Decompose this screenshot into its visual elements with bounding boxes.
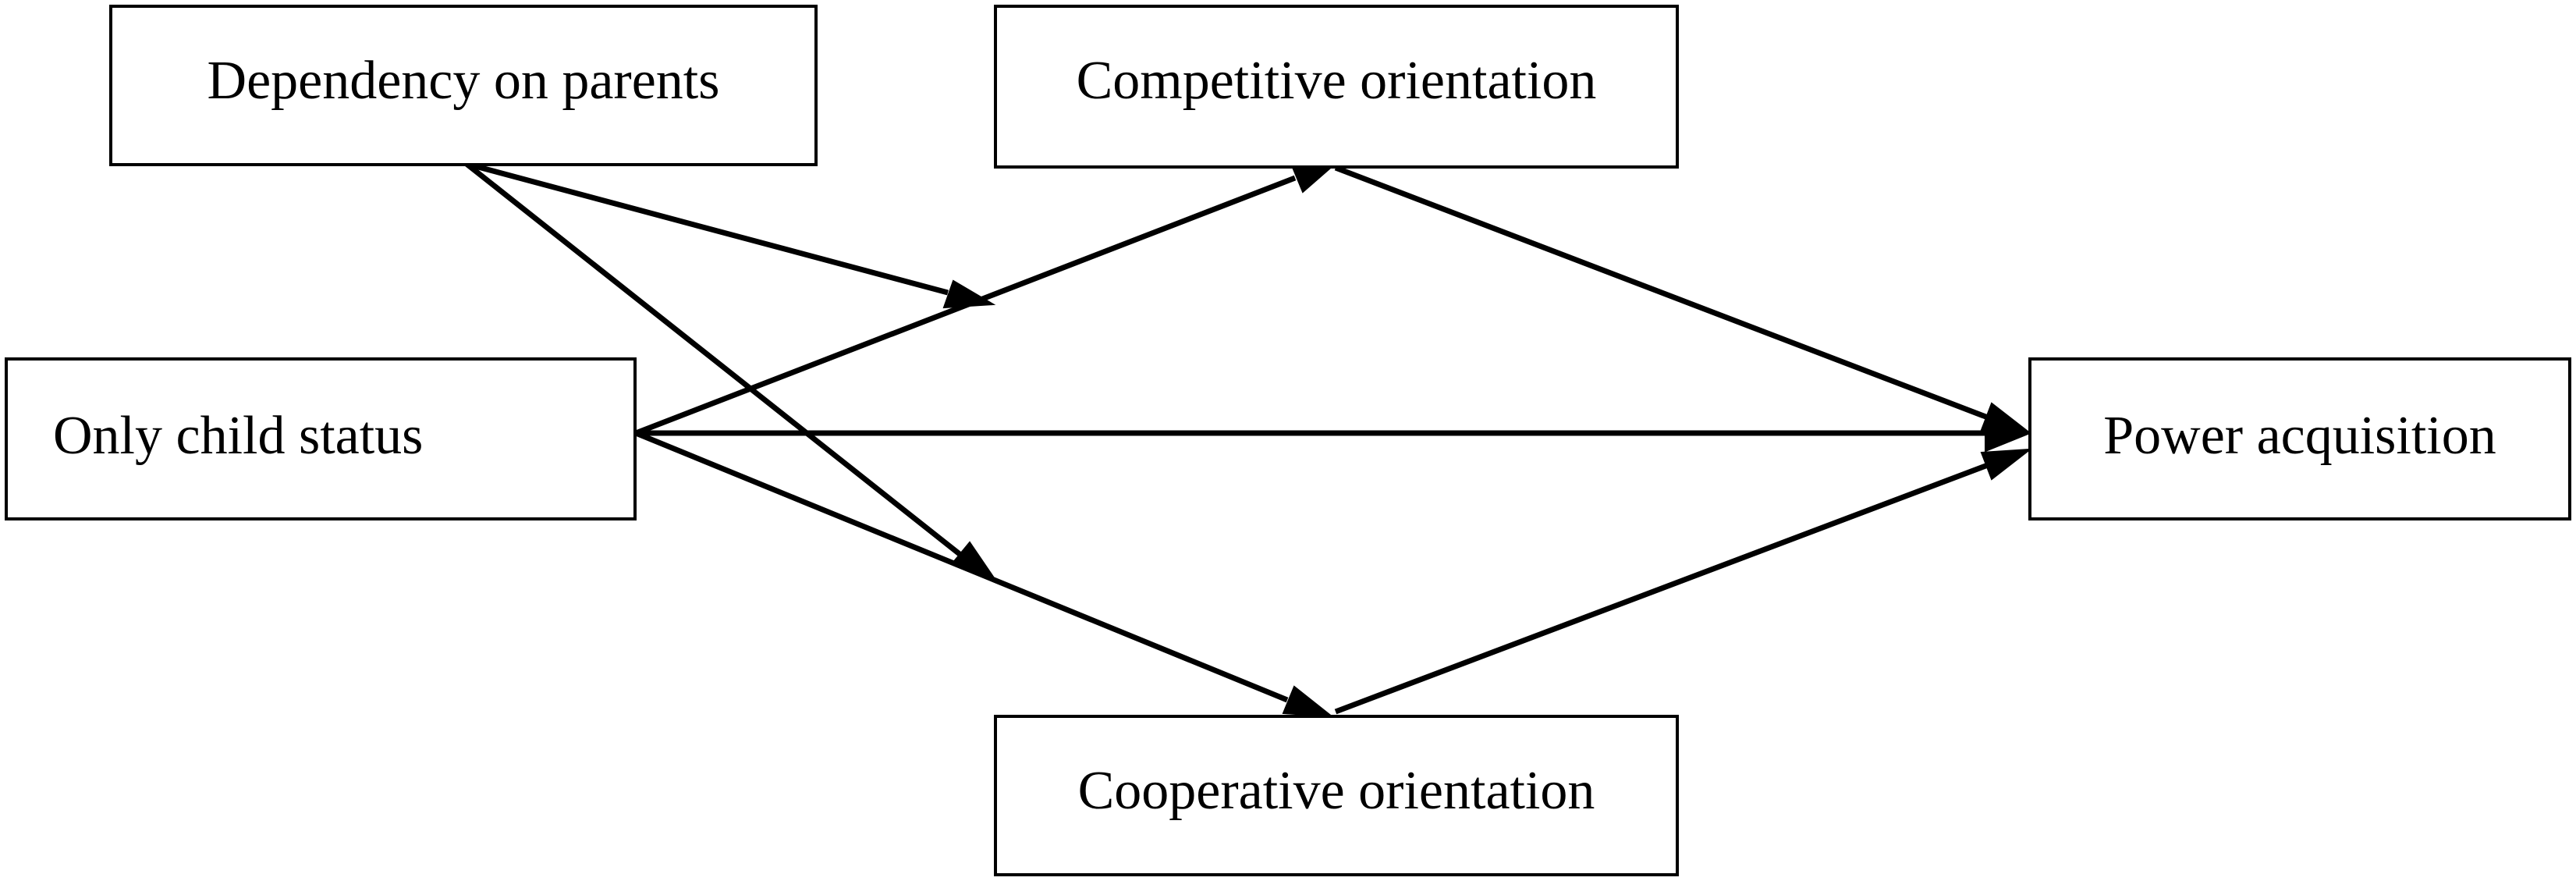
node-label: Dependency on parents <box>208 51 720 111</box>
node-only-child-status: Only child status <box>5 357 637 520</box>
node-label: Cooperative orientation <box>1078 761 1595 821</box>
edge-competitive-to-power <box>1334 165 1989 421</box>
edge-cooperative-to-power <box>1334 462 1989 715</box>
node-box <box>2028 357 2571 520</box>
edge-dependency-to-cooperative-path <box>464 162 962 556</box>
node-power-acquisition: Power acquisition <box>2028 357 2571 520</box>
node-label: Competitive orientation <box>1077 51 1597 111</box>
edge-dependency-to-competitive-path <box>466 161 949 296</box>
node-label: Power acquisition <box>2103 406 2496 466</box>
edge-onlychild-to-cooperative <box>634 430 1289 703</box>
node-box <box>994 5 1679 169</box>
edge-onlychild-to-competitive <box>634 175 1297 436</box>
arrowhead-competitive-power <box>1980 402 2033 435</box>
node-box <box>5 357 637 520</box>
arrowhead-onlychild-cooperative <box>1282 685 1335 718</box>
node-cooperative-orientation: Cooperative orientation <box>994 715 1679 876</box>
node-competitive-orientation: Competitive orientation <box>994 5 1679 169</box>
node-label: Only child status <box>53 406 423 466</box>
arrowhead-cooperative-power <box>1980 448 2033 481</box>
node-box <box>994 715 1679 876</box>
node-dependency-on-parents: Dependency on parents <box>109 5 818 166</box>
node-box <box>109 5 818 166</box>
edges <box>464 158 2033 718</box>
